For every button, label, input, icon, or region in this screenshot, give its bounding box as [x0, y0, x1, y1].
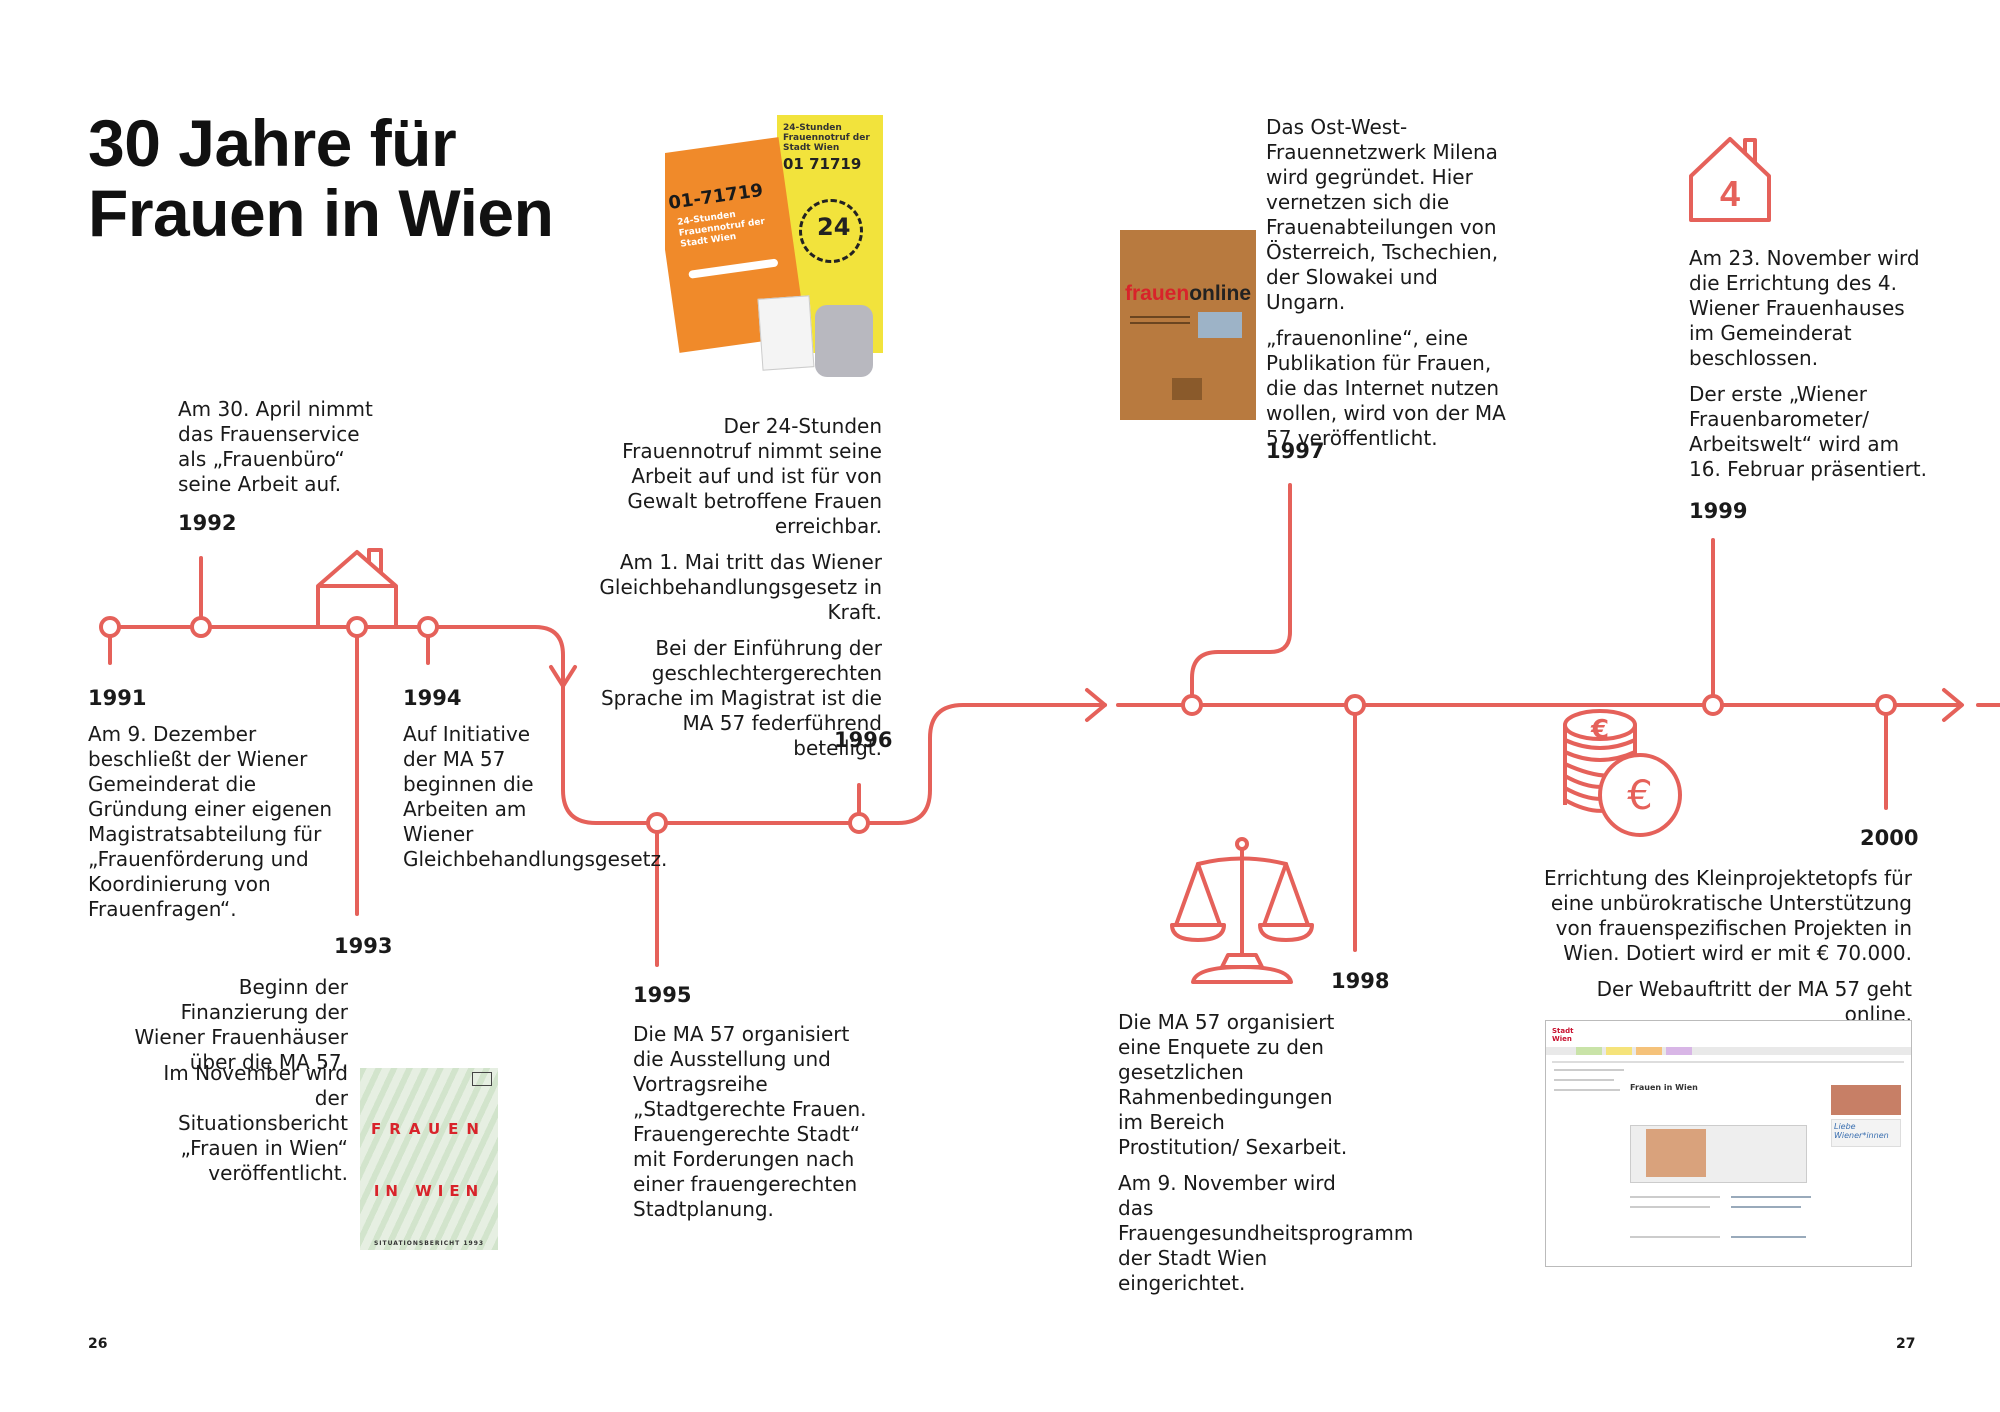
house-4-icon	[1689, 137, 1771, 222]
event-1993-text-2: Im November wird der Situationsbericht „…	[163, 1061, 348, 1185]
page-title: 30 Jahre für Frauen in Wien	[88, 106, 554, 250]
event-1997-text: Das Ost-West-Frauennetzwerk Milena wird …	[1266, 115, 1506, 450]
year-1999: 1999	[1689, 499, 1748, 523]
year-1997: 1997	[1266, 439, 1325, 463]
notruf-keychain	[757, 295, 815, 371]
svg-text:€: €	[1627, 773, 1652, 819]
year-1995: 1995	[633, 983, 692, 1007]
website-screenshot-image: Stadt Wien Frauen in Wien Liebe Wiener*i…	[1545, 1020, 1912, 1267]
house-icon	[316, 548, 398, 627]
notruf-flyers-image: 24-Stunden Frauennotruf der Stadt Wien 0…	[665, 115, 883, 380]
timeline-track-upper	[108, 625, 1107, 825]
node-1994	[417, 616, 439, 638]
event-1999-text: Am 23. November wird die Errichtung des …	[1689, 246, 1928, 481]
frauenonline-cover-image: frauenonline	[1120, 230, 1256, 420]
node-1999	[1702, 694, 1724, 716]
event-1996-text: Der 24-Stunden Frauennotruf nimmt seine …	[599, 414, 882, 760]
phone-24-icon	[799, 199, 863, 263]
year-1993: 1993	[334, 934, 393, 958]
euro-coins-icon	[1563, 709, 1682, 837]
house-number: 4	[1720, 173, 1740, 214]
year-1996: 1996	[834, 728, 893, 752]
page-number-left: 26	[88, 1336, 108, 1352]
node-1991	[99, 616, 121, 638]
node-1992	[190, 616, 212, 638]
node-1993	[346, 616, 368, 638]
timeline-arrow-right-1	[1085, 688, 1107, 722]
year-1992: 1992	[178, 511, 237, 535]
notruf-pouch	[815, 305, 873, 377]
page-number-right: 27	[1896, 1336, 1916, 1352]
event-2000-text: Errichtung des Kleinprojektetopfs für ei…	[1543, 866, 1912, 1026]
event-1995-text: Die MA 57 organisiert die Ausstellung un…	[633, 1022, 867, 1221]
node-2000	[1875, 694, 1897, 716]
node-1998	[1344, 694, 1366, 716]
timeline-arrow-down	[549, 665, 577, 688]
node-1995	[646, 812, 668, 834]
event-1998-text: Die MA 57 organisiert eine Enquete zu de…	[1118, 1010, 1414, 1295]
svg-text:€: €	[1590, 715, 1609, 745]
year-1998: 1998	[1331, 969, 1390, 993]
scales-icon	[1170, 837, 1314, 984]
year-1991: 1991	[88, 686, 147, 710]
node-1997	[1181, 694, 1203, 716]
timeline-arrow-right-2	[1942, 688, 1964, 722]
event-1994-text: Auf Initiative der MA 57 beginnen die Ar…	[403, 722, 668, 871]
year-1994: 1994	[403, 686, 462, 710]
event-1991-text: Am 9. Dezember beschließt der Wiener Gem…	[88, 722, 333, 921]
event-1993-text-1: Beginn der Finanzierung der Wiener Fraue…	[134, 975, 349, 1074]
situationsbericht-cover-image: FRAUEN IN WIEN SITUATIONSBERICHT 1993	[360, 1068, 498, 1250]
node-1996	[848, 812, 870, 834]
event-1992-text: Am 30. April nimmt das Frauenservice als…	[178, 397, 373, 496]
year-2000: 2000	[1860, 826, 1919, 850]
